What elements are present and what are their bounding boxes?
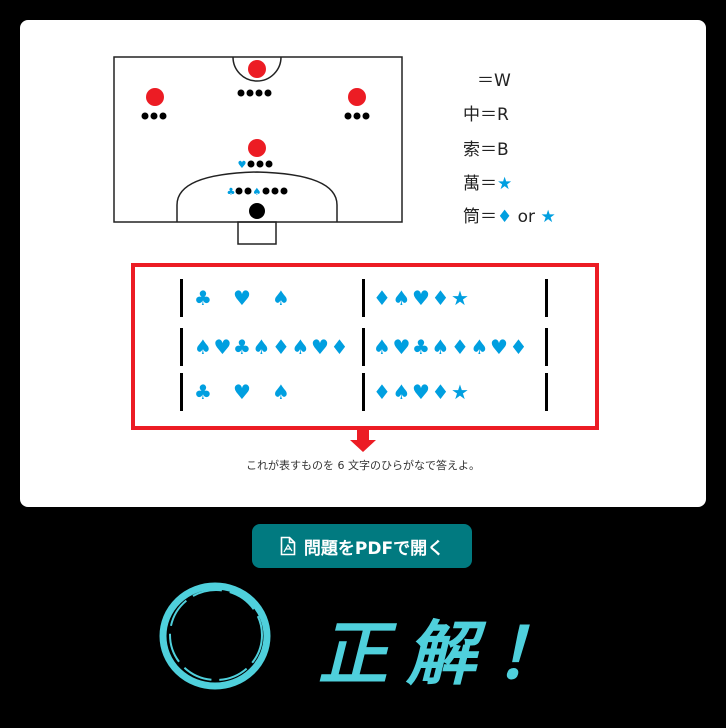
suit-glyph: ★ — [451, 286, 469, 310]
suit-glyph: ♥ — [490, 335, 508, 359]
suit-glyph: ♥ — [392, 335, 411, 359]
suit-glyph: ♦ — [373, 380, 391, 404]
suit-glyph: ♠ — [291, 335, 310, 359]
suit-glyph: ♠ — [392, 380, 411, 404]
legend-white: ＝W — [477, 71, 511, 91]
separator-bar — [545, 373, 548, 411]
diagram-club: ♣ — [227, 187, 236, 198]
suit-glyph: ♦ — [330, 335, 349, 359]
suit-glyph: ♠ — [252, 335, 271, 359]
legend-bamboo: 索＝B — [463, 140, 509, 160]
suit-glyph: ♣ — [194, 286, 212, 310]
suit-glyph: ♦ — [509, 335, 528, 359]
diamond-icon: ♦ — [497, 207, 513, 227]
down-arrow-icon — [350, 428, 376, 452]
star-icon: ★ — [497, 174, 513, 194]
separator-bar — [180, 373, 183, 411]
suit-glyph: ♠ — [373, 335, 391, 359]
suit-glyph: ♦ — [272, 335, 290, 359]
suit-glyph: ♥ — [412, 380, 430, 404]
suit-glyph: ♥ — [233, 380, 251, 404]
separator-bar — [362, 328, 365, 366]
pdf-file-icon — [280, 536, 296, 556]
diagram-spade: ♠ — [253, 187, 262, 198]
separator-bar — [545, 328, 548, 366]
suit-glyph: ♥ — [213, 335, 232, 359]
suit-glyph: ♦ — [431, 286, 450, 310]
diagram-heart: ♥ — [238, 160, 247, 171]
suit-glyph: ♠ — [431, 335, 450, 359]
suit-glyph: ♠ — [392, 286, 411, 310]
suit-glyph: ♦ — [431, 380, 450, 404]
open-pdf-label: 問題をPDFで開く — [303, 538, 445, 559]
suit-glyph: ♠ — [272, 380, 290, 404]
legend-red: 中＝R — [463, 105, 509, 125]
star-icon: ★ — [540, 207, 556, 227]
suit-glyph: ♦ — [373, 286, 391, 310]
suit-glyph: ♥ — [412, 286, 430, 310]
suit-glyph: ♦ — [451, 335, 469, 359]
puzzle-caption: これが表すものを 6 文字のひらがなで答えよ。 — [246, 459, 480, 472]
suit-glyph: ♥ — [233, 286, 251, 310]
separator-bar — [180, 328, 183, 366]
suit-glyph: ♣ — [194, 380, 212, 404]
separator-bar — [362, 279, 365, 317]
suit-glyph: ♣ — [233, 335, 251, 359]
suit-glyph: ♥ — [311, 335, 329, 359]
separator-bar — [180, 279, 183, 317]
open-pdf-button[interactable]: 問題をPDFで開く — [252, 524, 472, 568]
correct-text: 正解！ — [318, 612, 582, 695]
puzzle-box — [131, 263, 599, 430]
suit-glyph: ♠ — [194, 335, 212, 359]
legend-circle: 筒＝♦ or ★ — [463, 207, 556, 227]
suit-glyph: ★ — [451, 380, 469, 404]
suit-glyph: ♠ — [470, 335, 489, 359]
suit-glyph: ♣ — [412, 335, 430, 359]
suit-glyph: ♠ — [272, 286, 290, 310]
correct-circle-icon — [159, 582, 271, 690]
separator-bar — [545, 279, 548, 317]
separator-bar — [362, 373, 365, 411]
legend-character: 萬＝★ — [463, 174, 513, 194]
